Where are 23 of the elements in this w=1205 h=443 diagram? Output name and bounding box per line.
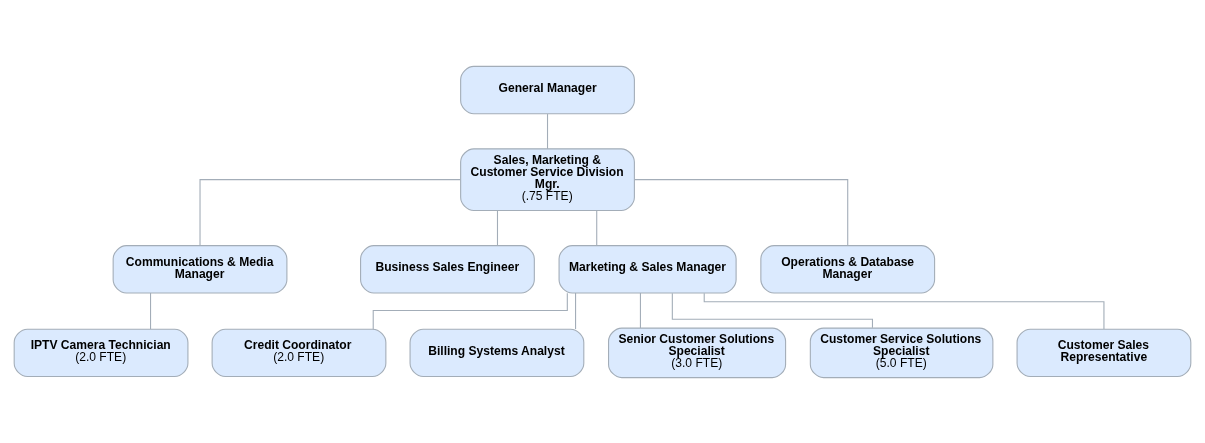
connector bbox=[671, 292, 873, 328]
node-box: Customer Service Solutions Specialist (5.0 FTE) bbox=[809, 327, 994, 378]
connector bbox=[199, 178, 461, 246]
connector bbox=[596, 209, 598, 246]
node-box: Billing Systems Analyst bbox=[409, 328, 585, 377]
connector bbox=[150, 291, 152, 330]
node-box: General Manager bbox=[460, 65, 635, 114]
node-box: IPTV Camera Technician (2.0 FTE) bbox=[13, 328, 189, 377]
connector bbox=[634, 178, 849, 246]
connector bbox=[575, 291, 577, 330]
connector bbox=[496, 209, 499, 246]
connector bbox=[372, 292, 568, 330]
node-box: Operations & Database Manager bbox=[760, 244, 936, 293]
node-box: Sales, Marketing & Customer Service Division Mgr. (.75 FTE) bbox=[460, 147, 635, 211]
node-box: Customer Sales Representative bbox=[1016, 328, 1192, 377]
node-box: Credit Coordinator (2.0 FTE) bbox=[211, 328, 387, 377]
node-box: Communications & Media Manager bbox=[112, 244, 288, 293]
node-box: Business Sales Engineer bbox=[360, 244, 535, 293]
connector bbox=[546, 113, 549, 149]
connector bbox=[639, 291, 641, 328]
node-box: Senior Customer Solutions Specialist (3.0 FTE) bbox=[608, 327, 787, 378]
connector bbox=[703, 292, 1105, 330]
node-box: Marketing & Sales Manager bbox=[558, 244, 737, 293]
